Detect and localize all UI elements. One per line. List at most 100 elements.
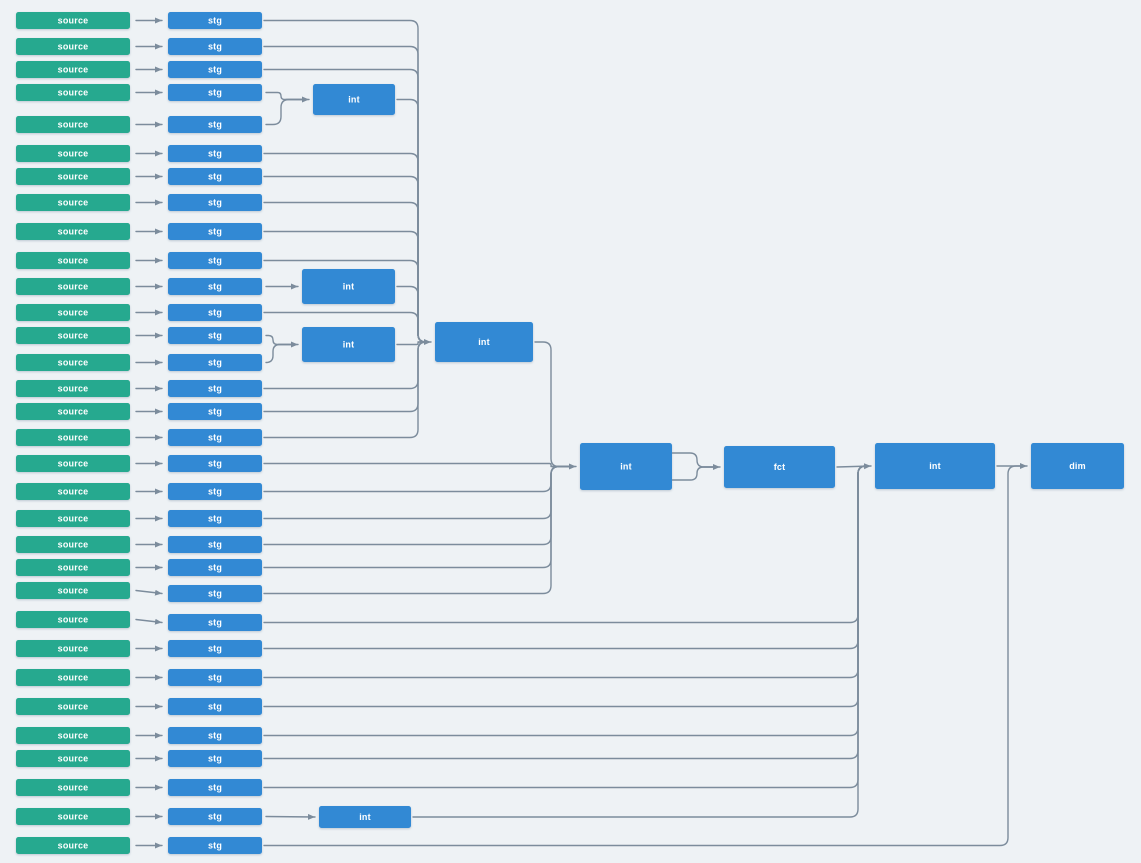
node-source[interactable]: source [16, 611, 130, 628]
node-source[interactable]: source [16, 194, 130, 211]
node-source[interactable]: source [16, 278, 130, 295]
node-box-stg[interactable] [168, 585, 262, 602]
node-box-source[interactable] [16, 779, 130, 796]
node-box-stg[interactable] [168, 750, 262, 767]
node-box-stg[interactable] [168, 380, 262, 397]
node-source[interactable]: source [16, 808, 130, 825]
node-stg[interactable]: stg [168, 640, 262, 657]
node-source[interactable]: source [16, 354, 130, 371]
node-source[interactable]: source [16, 727, 130, 744]
node-source[interactable]: source [16, 455, 130, 472]
node-box-source[interactable] [16, 510, 130, 527]
node-box-source[interactable] [16, 750, 130, 767]
node-source[interactable]: source [16, 84, 130, 101]
node-dim[interactable]: dim [1031, 443, 1124, 489]
node-box-stg[interactable] [168, 614, 262, 631]
node-box-source[interactable] [16, 837, 130, 854]
node-box-source[interactable] [16, 61, 130, 78]
node-box-stg[interactable] [168, 403, 262, 420]
node-box-stg[interactable] [168, 61, 262, 78]
node-box-stg[interactable] [168, 640, 262, 657]
node-box-stg[interactable] [168, 354, 262, 371]
node-source[interactable]: source [16, 403, 130, 420]
node-stg[interactable]: stg [168, 510, 262, 527]
node-box-source[interactable] [16, 194, 130, 211]
node-stg[interactable]: stg [168, 559, 262, 576]
node-source[interactable]: source [16, 116, 130, 133]
node-box-stg[interactable] [168, 429, 262, 446]
node-box-source[interactable] [16, 536, 130, 553]
node-source[interactable]: source [16, 223, 130, 240]
node-stg[interactable]: stg [168, 145, 262, 162]
node-stg[interactable]: stg [168, 455, 262, 472]
node-source[interactable]: source [16, 669, 130, 686]
node-box-stg[interactable] [168, 455, 262, 472]
node-stg[interactable]: stg [168, 585, 262, 602]
node-source[interactable]: source [16, 837, 130, 854]
node-stg[interactable]: stg [168, 38, 262, 55]
node-box-source[interactable] [16, 38, 130, 55]
node-stg[interactable]: stg [168, 84, 262, 101]
node-stg[interactable]: stg [168, 61, 262, 78]
node-box-stg[interactable] [168, 837, 262, 854]
node-box-stg[interactable] [168, 194, 262, 211]
node-box-int[interactable] [302, 269, 395, 304]
node-stg[interactable]: stg [168, 278, 262, 295]
node-int[interactable]: int [875, 443, 995, 489]
node-box-source[interactable] [16, 582, 130, 599]
node-stg[interactable]: stg [168, 669, 262, 686]
node-box-source[interactable] [16, 611, 130, 628]
node-source[interactable]: source [16, 61, 130, 78]
node-box-source[interactable] [16, 278, 130, 295]
node-box-stg[interactable] [168, 84, 262, 101]
node-source[interactable]: source [16, 483, 130, 500]
node-box-stg[interactable] [168, 698, 262, 715]
node-stg[interactable]: stg [168, 779, 262, 796]
node-box-source[interactable] [16, 727, 130, 744]
node-box-int[interactable] [319, 806, 411, 828]
node-box-dim[interactable] [1031, 443, 1124, 489]
node-box-stg[interactable] [168, 327, 262, 344]
node-box-source[interactable] [16, 640, 130, 657]
node-int[interactable]: int [319, 806, 411, 828]
node-box-fct[interactable] [724, 446, 835, 488]
node-fct[interactable]: fct [724, 446, 835, 488]
node-source[interactable]: source [16, 582, 130, 599]
node-box-source[interactable] [16, 808, 130, 825]
node-source[interactable]: source [16, 12, 130, 29]
node-stg[interactable]: stg [168, 429, 262, 446]
node-stg[interactable]: stg [168, 483, 262, 500]
node-box-stg[interactable] [168, 145, 262, 162]
node-source[interactable]: source [16, 145, 130, 162]
node-box-stg[interactable] [168, 223, 262, 240]
node-box-stg[interactable] [168, 278, 262, 295]
node-box-source[interactable] [16, 403, 130, 420]
node-box-source[interactable] [16, 84, 130, 101]
node-stg[interactable]: stg [168, 380, 262, 397]
node-box-stg[interactable] [168, 536, 262, 553]
node-box-source[interactable] [16, 304, 130, 321]
node-box-stg[interactable] [168, 304, 262, 321]
node-stg[interactable]: stg [168, 536, 262, 553]
node-box-source[interactable] [16, 455, 130, 472]
node-source[interactable]: source [16, 327, 130, 344]
node-box-source[interactable] [16, 116, 130, 133]
node-stg[interactable]: stg [168, 116, 262, 133]
node-source[interactable]: source [16, 559, 130, 576]
node-box-source[interactable] [16, 669, 130, 686]
node-int[interactable]: int [302, 269, 395, 304]
node-box-stg[interactable] [168, 510, 262, 527]
node-box-stg[interactable] [168, 483, 262, 500]
node-box-source[interactable] [16, 223, 130, 240]
node-box-source[interactable] [16, 698, 130, 715]
node-source[interactable]: source [16, 779, 130, 796]
node-stg[interactable]: stg [168, 304, 262, 321]
node-stg[interactable]: stg [168, 698, 262, 715]
node-box-source[interactable] [16, 12, 130, 29]
node-stg[interactable]: stg [168, 168, 262, 185]
node-source[interactable]: source [16, 38, 130, 55]
node-box-source[interactable] [16, 145, 130, 162]
node-box-source[interactable] [16, 429, 130, 446]
node-box-stg[interactable] [168, 252, 262, 269]
node-box-source[interactable] [16, 380, 130, 397]
